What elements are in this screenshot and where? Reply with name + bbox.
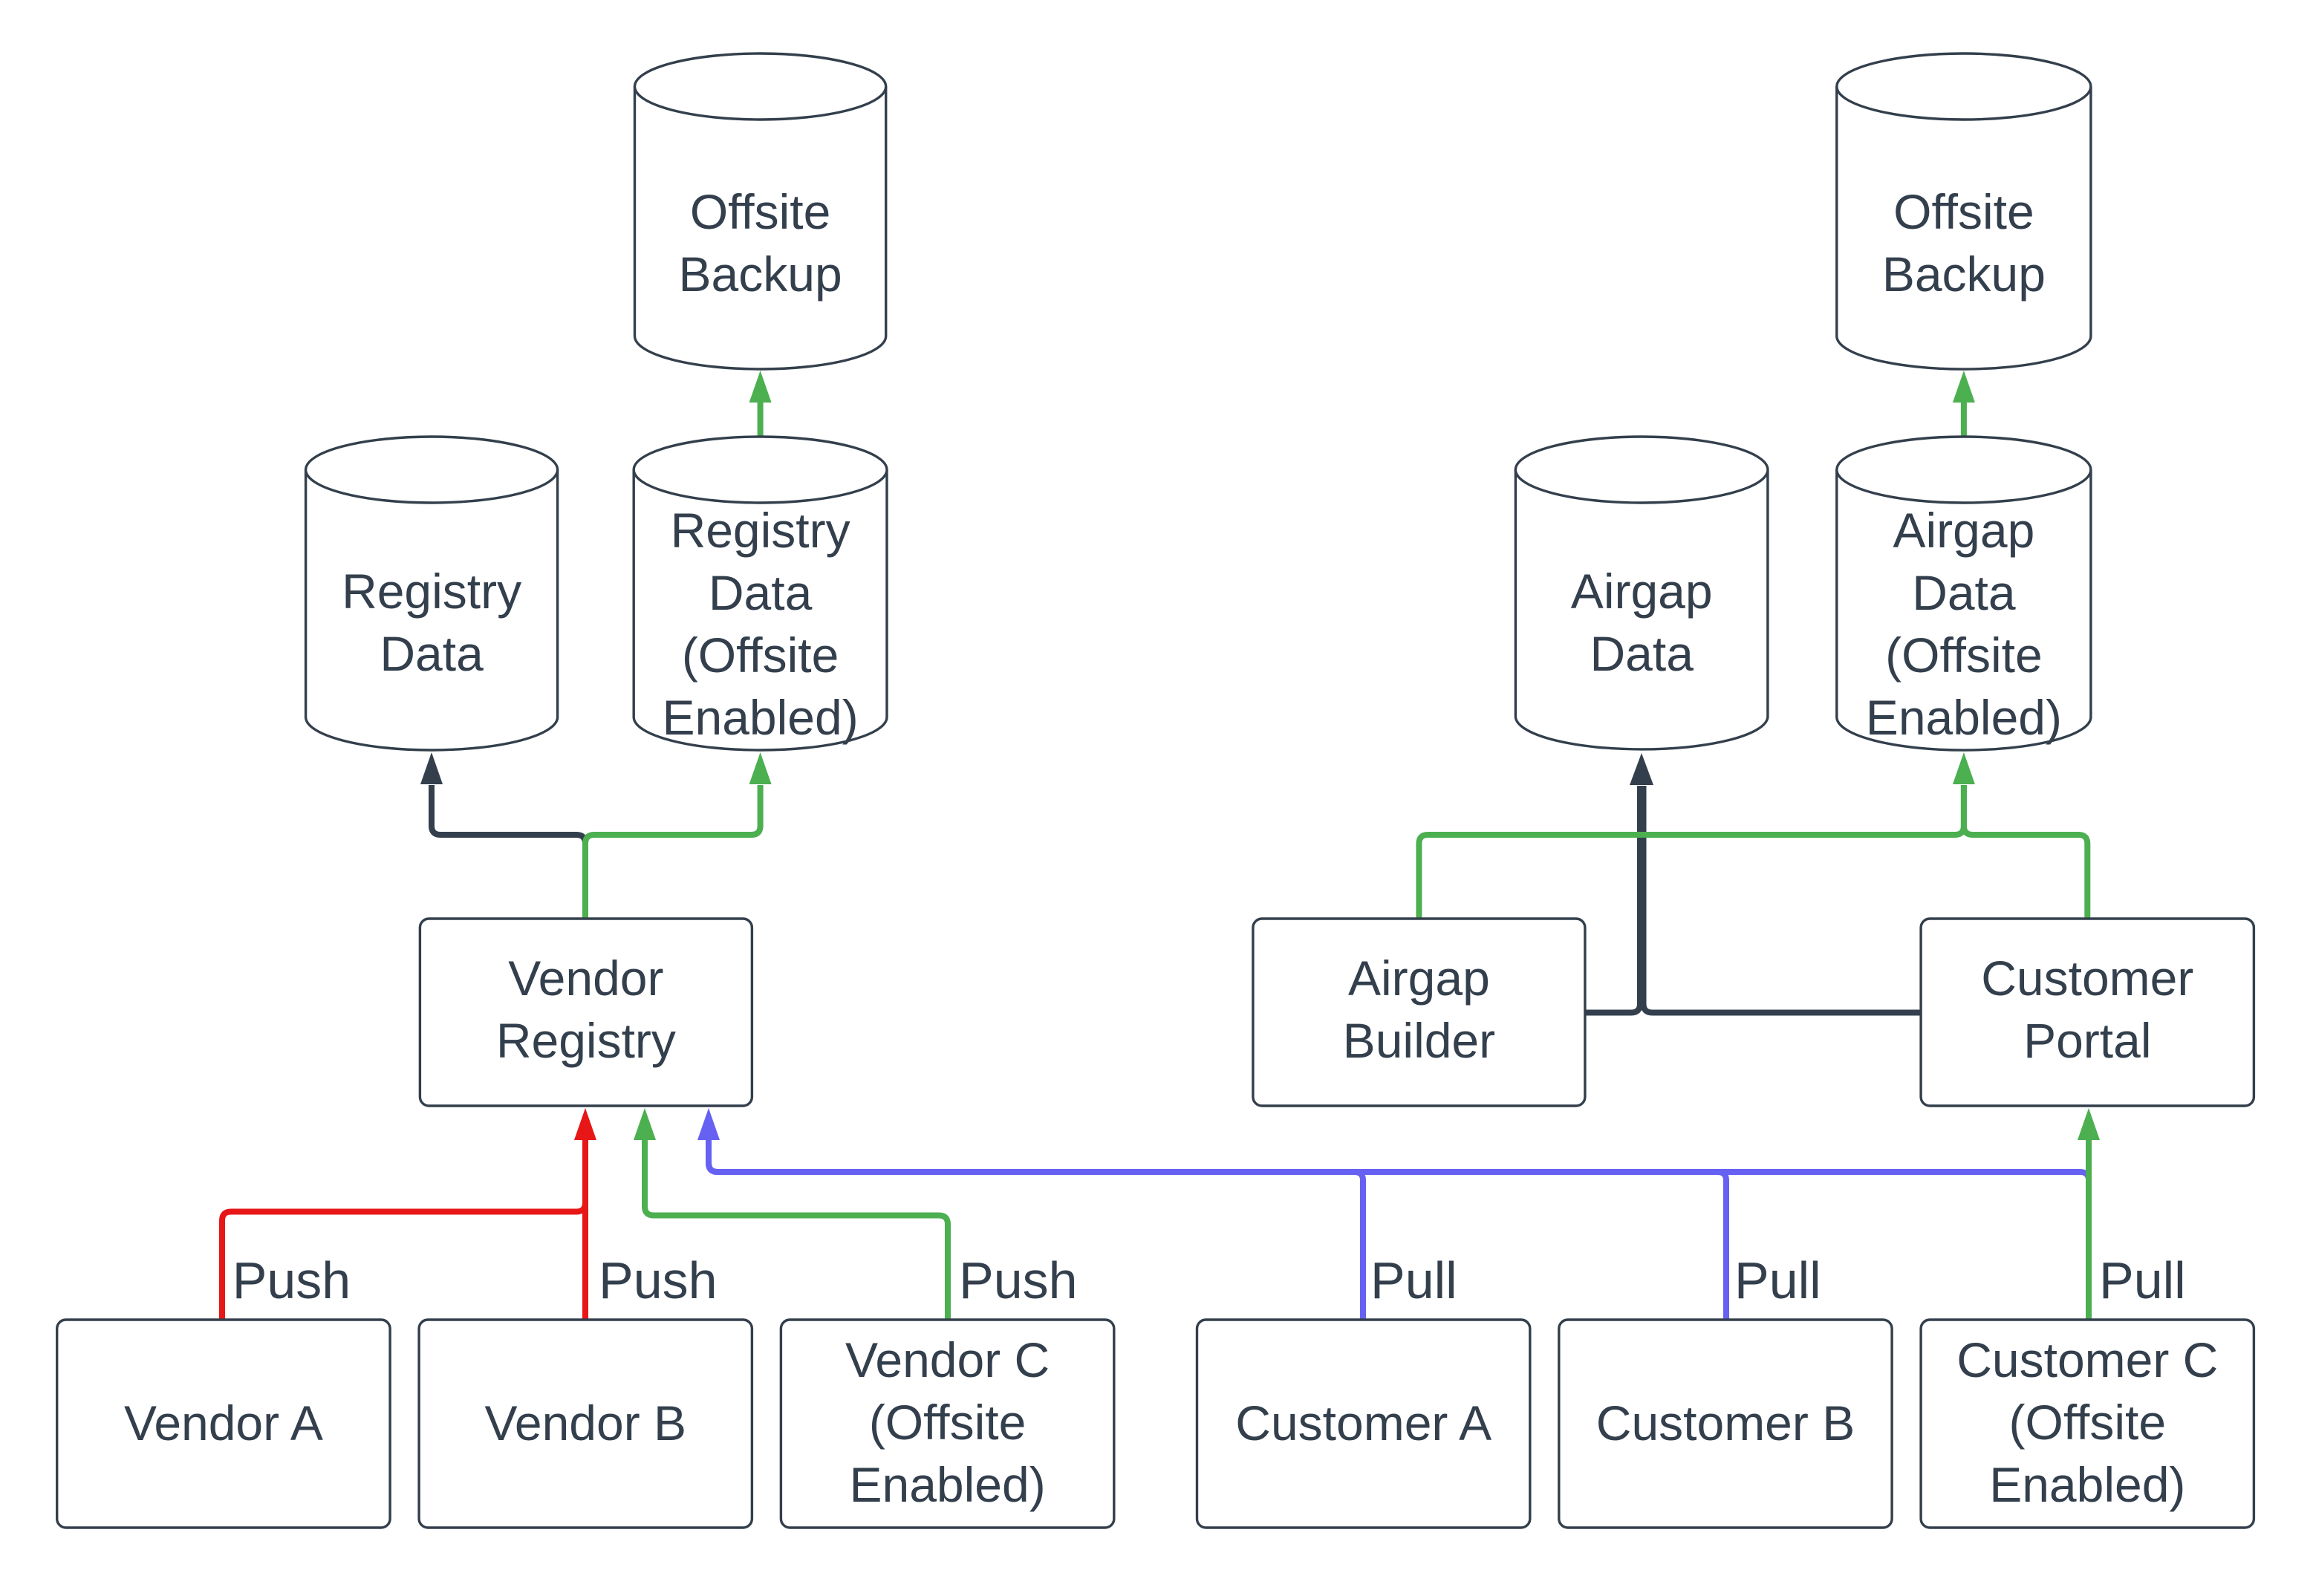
svg-text:Airgap: Airgap xyxy=(1571,564,1713,619)
svg-text:Vendor A: Vendor A xyxy=(124,1395,323,1450)
svg-text:Airgap: Airgap xyxy=(1893,503,2035,558)
svg-text:Backup: Backup xyxy=(679,247,842,302)
svg-text:Pull: Pull xyxy=(1734,1251,1821,1309)
svg-text:(Offsite: (Offsite xyxy=(1885,628,2043,683)
svg-text:Enabled): Enabled) xyxy=(1989,1457,2185,1512)
svg-text:Builder: Builder xyxy=(1343,1013,1495,1068)
svg-text:(Offsite: (Offsite xyxy=(2009,1395,2167,1450)
svg-text:Data: Data xyxy=(1912,565,2016,620)
svg-text:Backup: Backup xyxy=(1882,247,2046,302)
svg-text:Enabled): Enabled) xyxy=(662,690,858,745)
svg-text:Push: Push xyxy=(599,1251,718,1309)
svg-text:Pull: Pull xyxy=(2099,1251,2186,1309)
svg-text:Portal: Portal xyxy=(2023,1013,2151,1068)
svg-text:(Offsite: (Offsite xyxy=(682,628,839,683)
svg-text:(Offsite: (Offsite xyxy=(869,1395,1027,1450)
svg-text:Customer B: Customer B xyxy=(1596,1395,1855,1450)
svg-text:Registry: Registry xyxy=(496,1013,676,1068)
svg-text:Offsite: Offsite xyxy=(690,184,831,239)
svg-text:Airgap: Airgap xyxy=(1348,951,1490,1006)
svg-text:Registry: Registry xyxy=(671,503,850,558)
svg-text:Customer: Customer xyxy=(1981,951,2193,1006)
svg-text:Push: Push xyxy=(232,1251,351,1309)
svg-text:Customer A: Customer A xyxy=(1235,1395,1491,1450)
svg-text:Registry: Registry xyxy=(342,564,521,619)
svg-text:Enabled): Enabled) xyxy=(1866,690,2062,745)
svg-text:Vendor C: Vendor C xyxy=(845,1332,1050,1387)
svg-text:Push: Push xyxy=(959,1251,1078,1309)
svg-text:Vendor B: Vendor B xyxy=(485,1395,687,1450)
svg-text:Offsite: Offsite xyxy=(1893,184,2034,239)
svg-text:Enabled): Enabled) xyxy=(849,1457,1045,1512)
svg-text:Customer C: Customer C xyxy=(1956,1332,2218,1387)
svg-text:Vendor: Vendor xyxy=(508,951,663,1006)
svg-text:Data: Data xyxy=(709,565,813,620)
svg-text:Data: Data xyxy=(1590,626,1694,681)
svg-text:Pull: Pull xyxy=(1370,1251,1457,1309)
svg-text:Data: Data xyxy=(380,626,484,681)
